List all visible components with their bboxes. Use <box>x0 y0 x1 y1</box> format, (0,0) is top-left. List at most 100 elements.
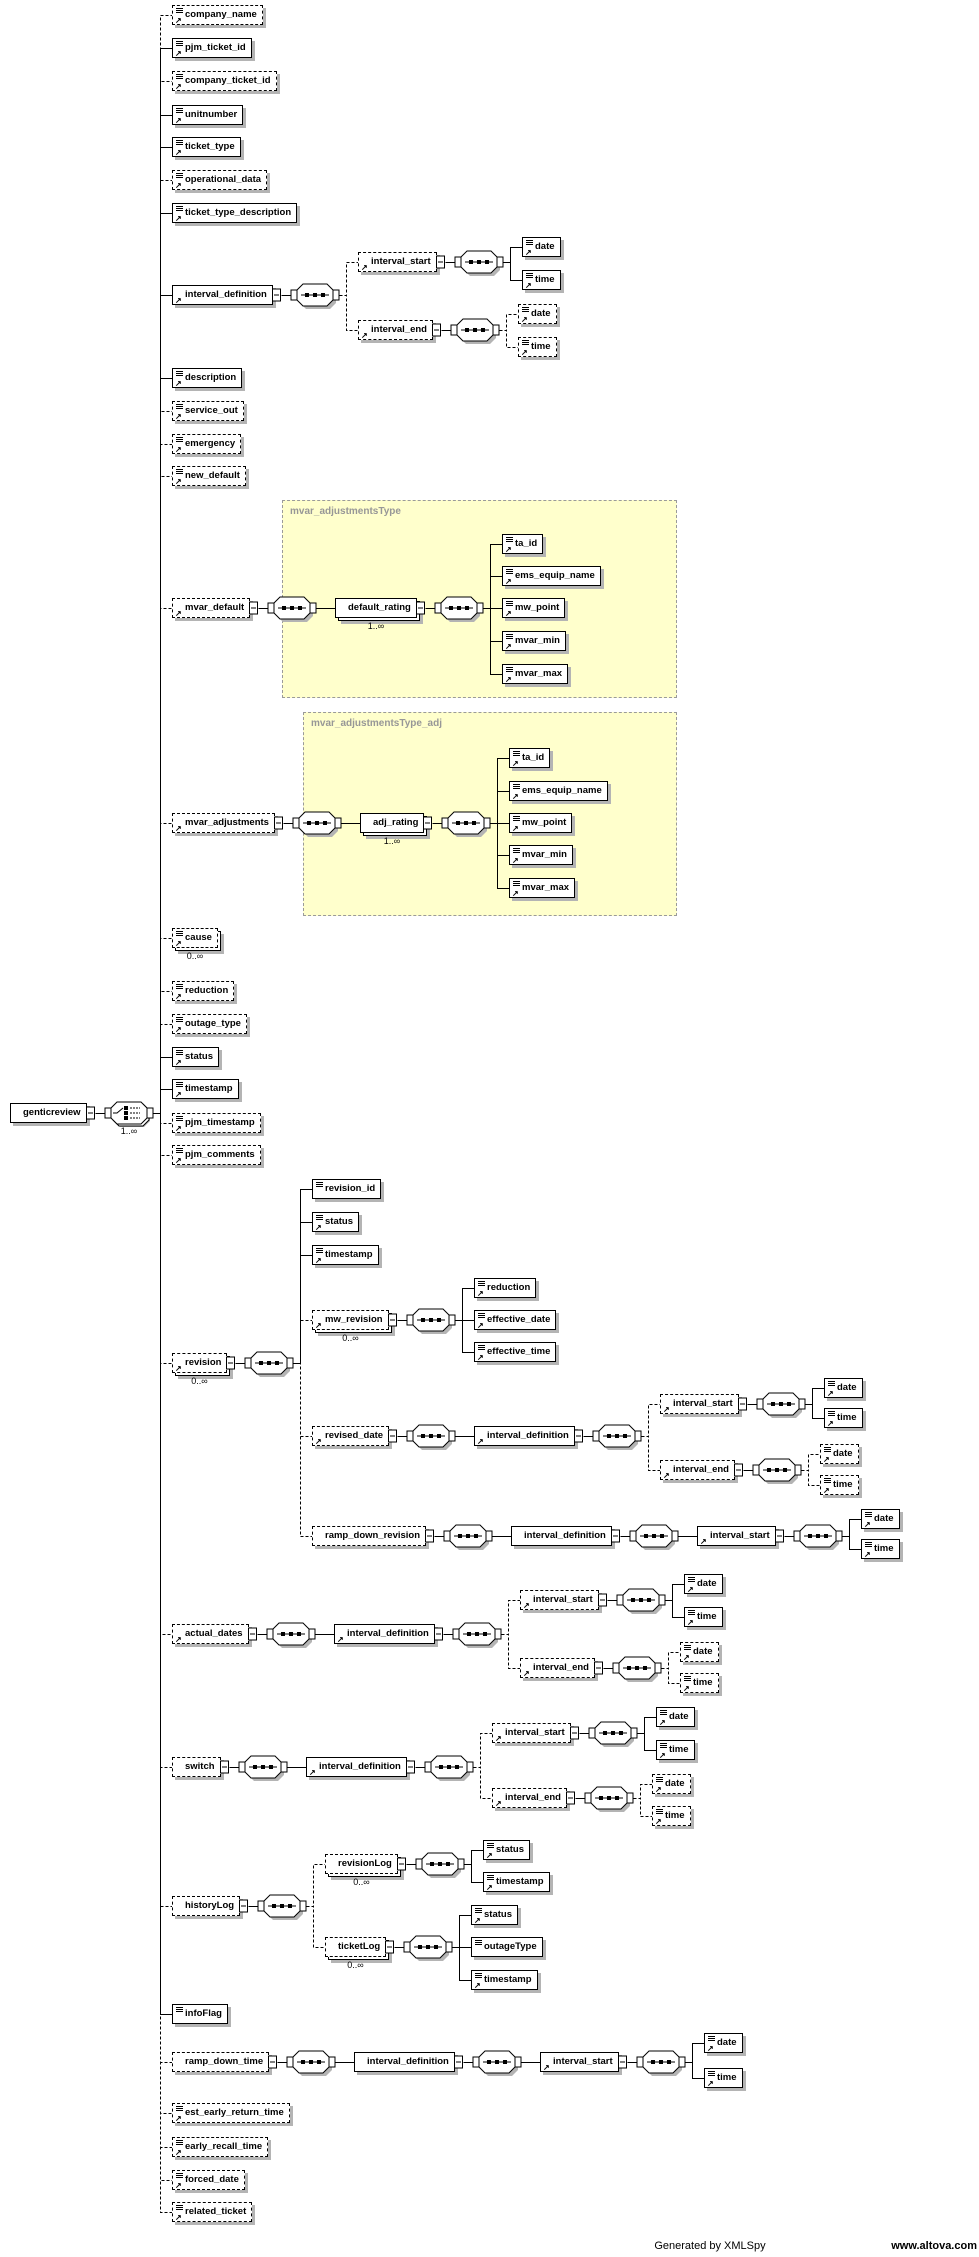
element-cause[interactable]: cause↗ <box>172 928 218 948</box>
element-revision[interactable]: revision↗ <box>172 1353 236 1373</box>
element-interval_definition[interactable]: interval_definition↗ <box>474 1426 583 1446</box>
compositor-sequence-icon[interactable] <box>592 1424 642 1450</box>
element-timestamp[interactable]: timestamp↗ <box>471 1970 538 1990</box>
collapse-handle[interactable] <box>405 1760 415 1774</box>
collapse-handle[interactable] <box>271 288 281 302</box>
collapse-handle[interactable] <box>387 1313 397 1327</box>
compositor-sequence-icon[interactable] <box>244 1351 294 1377</box>
element-description[interactable]: description↗ <box>172 368 243 388</box>
element-date[interactable]: date↗ <box>652 1774 691 1794</box>
element-interval_end[interactable]: interval_end↗ <box>358 320 441 340</box>
element-operational_data[interactable]: operational_data↗ <box>172 170 268 190</box>
element-interval_start[interactable]: interval_start↗ <box>492 1723 579 1743</box>
element-company_ticket_id[interactable]: company_ticket_id↗ <box>172 71 277 91</box>
element-timestamp[interactable]: timestamp↗ <box>483 1872 550 1892</box>
compositor-sequence-icon[interactable] <box>636 2050 686 2076</box>
element-status[interactable]: status↗ <box>172 1047 219 1067</box>
element-interval_definition[interactable]: interval_definition <box>511 1526 620 1546</box>
compositor-sequence-icon[interactable] <box>266 1622 316 1648</box>
collapse-handle[interactable] <box>593 1661 603 1675</box>
element-new_default[interactable]: new_default↗ <box>172 466 246 486</box>
collapse-handle[interactable] <box>737 1397 747 1411</box>
compositor-sequence-icon[interactable] <box>452 1622 502 1648</box>
compositor-sequence-icon[interactable] <box>292 811 342 837</box>
element-mw_revision[interactable]: mw_revision↗ <box>312 1310 397 1330</box>
collapse-handle[interactable] <box>425 1529 435 1543</box>
compositor-sequence-icon[interactable] <box>286 2050 336 2076</box>
collapse-handle[interactable] <box>219 1760 229 1774</box>
compositor-sequence-icon[interactable] <box>424 1755 474 1781</box>
collapse-handle[interactable] <box>565 1791 575 1805</box>
footer-altova-link[interactable]: www.altova.com <box>891 2240 977 2252</box>
compositor-sequence-icon[interactable] <box>793 1524 843 1550</box>
compositor-sequence-icon[interactable] <box>616 1588 666 1614</box>
element-effective_time[interactable]: effective_time↗ <box>474 1342 557 1362</box>
element-timestamp[interactable]: timestamp↗ <box>312 1245 379 1265</box>
element-interval_start[interactable]: interval_start↗ <box>358 252 445 272</box>
collapse-handle[interactable] <box>249 601 259 615</box>
collapse-handle[interactable] <box>617 2055 627 2069</box>
element-related_ticket[interactable]: related_ticket↗ <box>172 2202 253 2222</box>
element-service_out[interactable]: service_out↗ <box>172 401 244 421</box>
element-mvar_min[interactable]: mvar_min↗ <box>509 845 573 865</box>
element-mw_point[interactable]: mw_point↗ <box>509 813 573 833</box>
collapse-handle[interactable] <box>268 2055 278 2069</box>
compositor-sequence-icon[interactable] <box>588 1721 638 1747</box>
element-ta_id[interactable]: ta_id↗ <box>502 534 544 554</box>
element-date[interactable]: date↗ <box>518 304 557 324</box>
collapse-handle[interactable] <box>431 323 441 337</box>
collapse-handle[interactable] <box>273 816 283 830</box>
element-interval_start[interactable]: interval_start↗ <box>540 2052 627 2072</box>
compositor-sequence-icon[interactable] <box>267 596 317 622</box>
element-status[interactable]: status↗ <box>471 1905 518 1925</box>
element-time[interactable]: time↗ <box>820 1475 859 1495</box>
element-forced_date[interactable]: forced_date↗ <box>172 2170 245 2190</box>
element-revisionLog[interactable]: revisionLog <box>325 1854 406 1874</box>
compositor-sequence-icon[interactable] <box>584 1786 634 1812</box>
element-date[interactable]: date↗ <box>704 2033 743 2053</box>
element-pjm_ticket_id[interactable]: pjm_ticket_id↗ <box>172 38 252 58</box>
element-adj_rating[interactable]: adj_rating <box>360 813 433 833</box>
element-early_recall_time[interactable]: early_recall_time↗ <box>172 2137 269 2157</box>
element-pjm_timestamp[interactable]: pjm_timestamp↗ <box>172 1113 261 1133</box>
element-interval_definition[interactable]: interval_definition↗ <box>172 285 281 305</box>
collapse-handle[interactable] <box>573 1429 583 1443</box>
element-reduction[interactable]: reduction↗ <box>474 1278 537 1298</box>
collapse-handle[interactable] <box>388 1429 398 1443</box>
element-historyLog[interactable]: historyLog <box>172 1896 249 1916</box>
element-ems_equip_name[interactable]: ems_equip_name↗ <box>509 781 608 801</box>
compositor-sequence-icon[interactable] <box>290 283 340 309</box>
collapse-handle[interactable] <box>226 1356 236 1370</box>
element-revision_id[interactable]: revision_id <box>312 1179 382 1199</box>
compositor-sequence-icon[interactable] <box>257 1894 307 1920</box>
collapse-handle[interactable] <box>433 1627 443 1641</box>
compositor-sequence-icon[interactable] <box>415 1852 465 1878</box>
element-interval_start[interactable]: interval_start↗ <box>520 1590 607 1610</box>
element-date[interactable]: date↗ <box>522 237 561 257</box>
collapse-handle[interactable] <box>247 1627 257 1641</box>
element-time[interactable]: time↗ <box>704 2068 743 2088</box>
collapse-handle[interactable] <box>396 1857 406 1871</box>
compositor-choice-icon[interactable] <box>104 1101 154 1127</box>
element-default_rating[interactable]: default_rating <box>335 598 425 618</box>
element-ticket_type_description[interactable]: ticket_type_description↗ <box>172 203 298 223</box>
element-status[interactable]: status↗ <box>483 1840 530 1860</box>
element-mvar_adjustments[interactable]: mvar_adjustments↗ <box>172 813 283 833</box>
element-switch[interactable]: switch <box>172 1757 229 1777</box>
collapse-handle[interactable] <box>453 2055 463 2069</box>
compositor-sequence-icon[interactable] <box>454 250 504 276</box>
element-outage_type[interactable]: outage_type↗ <box>172 1014 247 1034</box>
compositor-sequence-icon[interactable] <box>238 1755 288 1781</box>
compositor-sequence-icon[interactable] <box>472 2050 522 2076</box>
element-company_name[interactable]: company_name↗ <box>172 5 263 25</box>
element-interval_definition[interactable]: interval_definition <box>354 2052 463 2072</box>
element-est_early_return_time[interactable]: est_early_return_time↗ <box>172 2103 290 2123</box>
element-emergency[interactable]: emergency↗ <box>172 434 242 454</box>
element-outageType[interactable]: outageType <box>471 1937 543 1957</box>
collapse-handle[interactable] <box>610 1529 620 1543</box>
element-mvar_max[interactable]: mvar_max↗ <box>502 664 569 684</box>
element-date[interactable]: date↗ <box>820 1444 859 1464</box>
element-ems_equip_name[interactable]: ems_equip_name↗ <box>502 566 601 586</box>
element-pjm_comments[interactable]: pjm_comments↗ <box>172 1145 261 1165</box>
element-interval_end[interactable]: interval_end↗ <box>520 1658 603 1678</box>
